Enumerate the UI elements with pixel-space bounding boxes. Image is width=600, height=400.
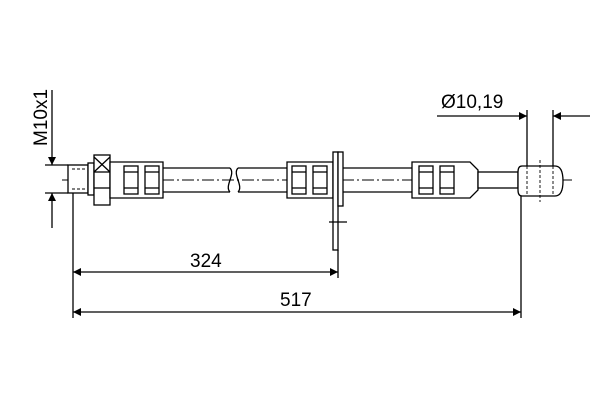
- end-eye-fitting: [477, 160, 564, 202]
- thread-dimension: M10x1: [31, 89, 68, 228]
- diameter-dimension: Ø10,19: [437, 92, 590, 166]
- hex-nut: [93, 154, 111, 206]
- thread-label: M10x1: [31, 89, 52, 146]
- hose-tube: [163, 167, 412, 193]
- diameter-label: Ø10,19: [441, 92, 503, 113]
- thread-fitting: [67, 162, 95, 196]
- bracket-distance-label: 324: [190, 251, 222, 272]
- crimp-sleeve-left: [109, 161, 164, 199]
- bracket-distance-dimension: 324: [72, 193, 339, 318]
- crimp-sleeve-right: [411, 161, 479, 199]
- mounting-bracket: [329, 151, 347, 251]
- total-length-dimension: 517: [73, 196, 522, 318]
- total-length-label: 517: [280, 290, 312, 311]
- crimp-sleeve-middle: [286, 161, 334, 199]
